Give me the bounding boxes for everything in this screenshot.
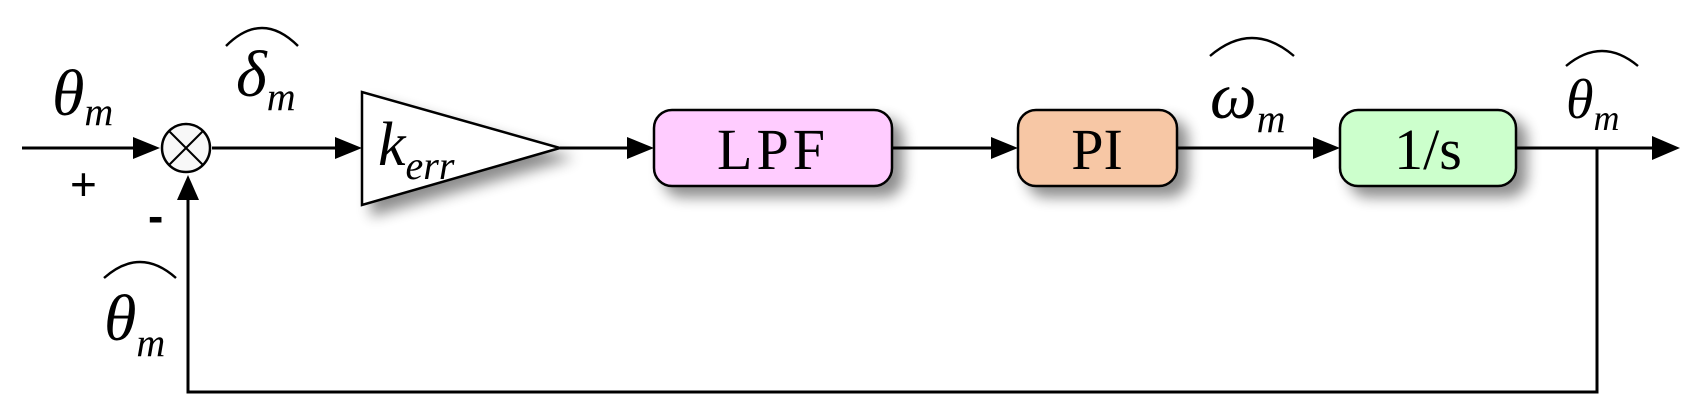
- minus-sign: -: [148, 190, 163, 242]
- feedback-arrowhead: [177, 175, 199, 200]
- output-arrowhead: [1652, 136, 1680, 160]
- speed-signal-subscript: m: [1257, 96, 1286, 141]
- error-signal-hat: [225, 26, 299, 47]
- gain-symbol: k: [378, 111, 407, 179]
- output-signal-label: θm: [1566, 69, 1620, 138]
- speed-signal-symbol: ω: [1210, 60, 1257, 133]
- feedback-signal-label: θm: [104, 282, 165, 365]
- gain-block: [360, 90, 565, 207]
- feedback-signal-hat: [103, 260, 177, 279]
- speed-signal-hat: [1209, 36, 1295, 57]
- lpf-label: LPF: [717, 117, 829, 182]
- integrator-block: [1338, 108, 1518, 188]
- error-signal-subscript: m: [267, 74, 296, 119]
- feedback-wire: [186, 148, 1599, 394]
- error-arrowhead: [335, 137, 362, 159]
- plus-sign: +: [70, 158, 97, 210]
- feedback-signal-symbol: θ: [104, 282, 136, 355]
- summing-junction: [160, 122, 212, 174]
- input-arrowhead: [133, 137, 160, 159]
- pi-block: [1016, 108, 1179, 188]
- speed-signal-label: ωm: [1210, 60, 1286, 141]
- gain-to-lpf-arrowhead: [627, 137, 654, 159]
- error-signal-symbol: δ: [236, 38, 268, 111]
- integrator-label: 1/s: [1394, 117, 1462, 182]
- gain-label: kerr: [378, 111, 455, 188]
- input-signal-label: θm: [52, 57, 113, 134]
- gain-subscript: err: [406, 143, 455, 188]
- output-signal-symbol: θ: [1566, 69, 1594, 131]
- speed-arrowhead: [1313, 137, 1340, 159]
- output-signal-hat: [1565, 49, 1639, 67]
- input-signal-subscript: m: [84, 89, 113, 134]
- lpf-to-pi-arrowhead: [991, 137, 1018, 159]
- feedback-signal-subscript: m: [136, 320, 165, 365]
- output-signal-subscript: m: [1594, 98, 1620, 138]
- lpf-block: [652, 108, 894, 188]
- pi-label: PI: [1071, 117, 1123, 182]
- error-signal-label: δm: [236, 38, 296, 119]
- input-signal-symbol: θ: [52, 57, 84, 130]
